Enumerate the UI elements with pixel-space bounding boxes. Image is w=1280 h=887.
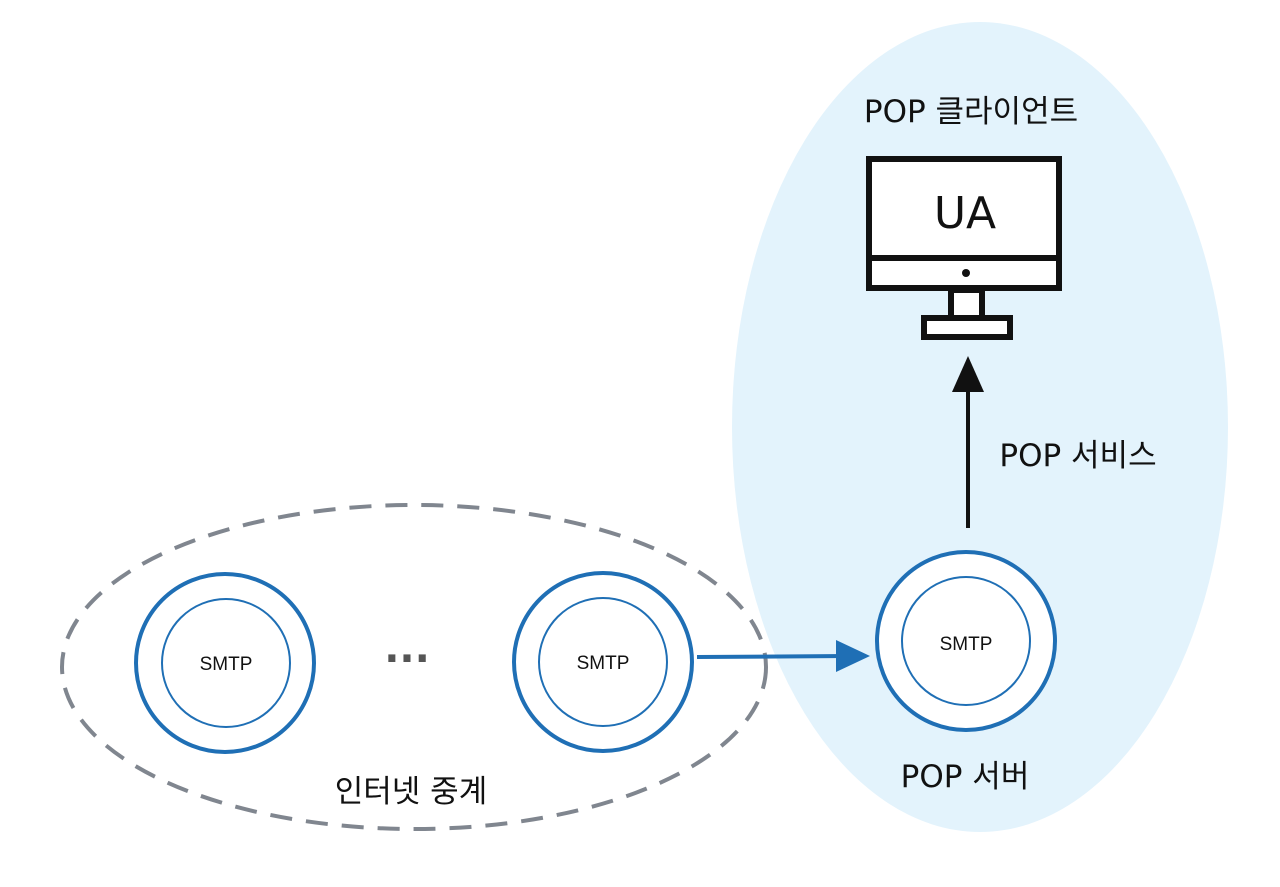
relay-to-server-arrowhead	[836, 640, 870, 672]
ua-label: UA	[934, 188, 996, 239]
smtp-node-1-label: SMTP	[200, 654, 253, 675]
pop-service-label: POP 서비스	[999, 438, 1156, 474]
monitor-icon: UA	[866, 156, 1062, 340]
pop-server-node: SMTP	[875, 550, 1057, 732]
smtp-node-2-label: SMTP	[577, 653, 630, 674]
pop-server-label: POP 서버	[901, 759, 1030, 795]
smtp-node-1: SMTP	[134, 572, 316, 754]
pop-service-arrowhead	[952, 356, 984, 392]
relay-ellipsis: ···	[384, 636, 430, 682]
internet-relay-zone	[60, 503, 768, 831]
relay-to-server-arrow	[696, 654, 849, 659]
pop-server-node-label: SMTP	[940, 634, 993, 655]
internet-relay-label: 인터넷 중계	[335, 774, 487, 810]
pop-zone	[732, 22, 1228, 832]
pop-client-title: POP 클라이언트	[864, 94, 1078, 130]
smtp-node-2: SMTP	[512, 571, 694, 753]
